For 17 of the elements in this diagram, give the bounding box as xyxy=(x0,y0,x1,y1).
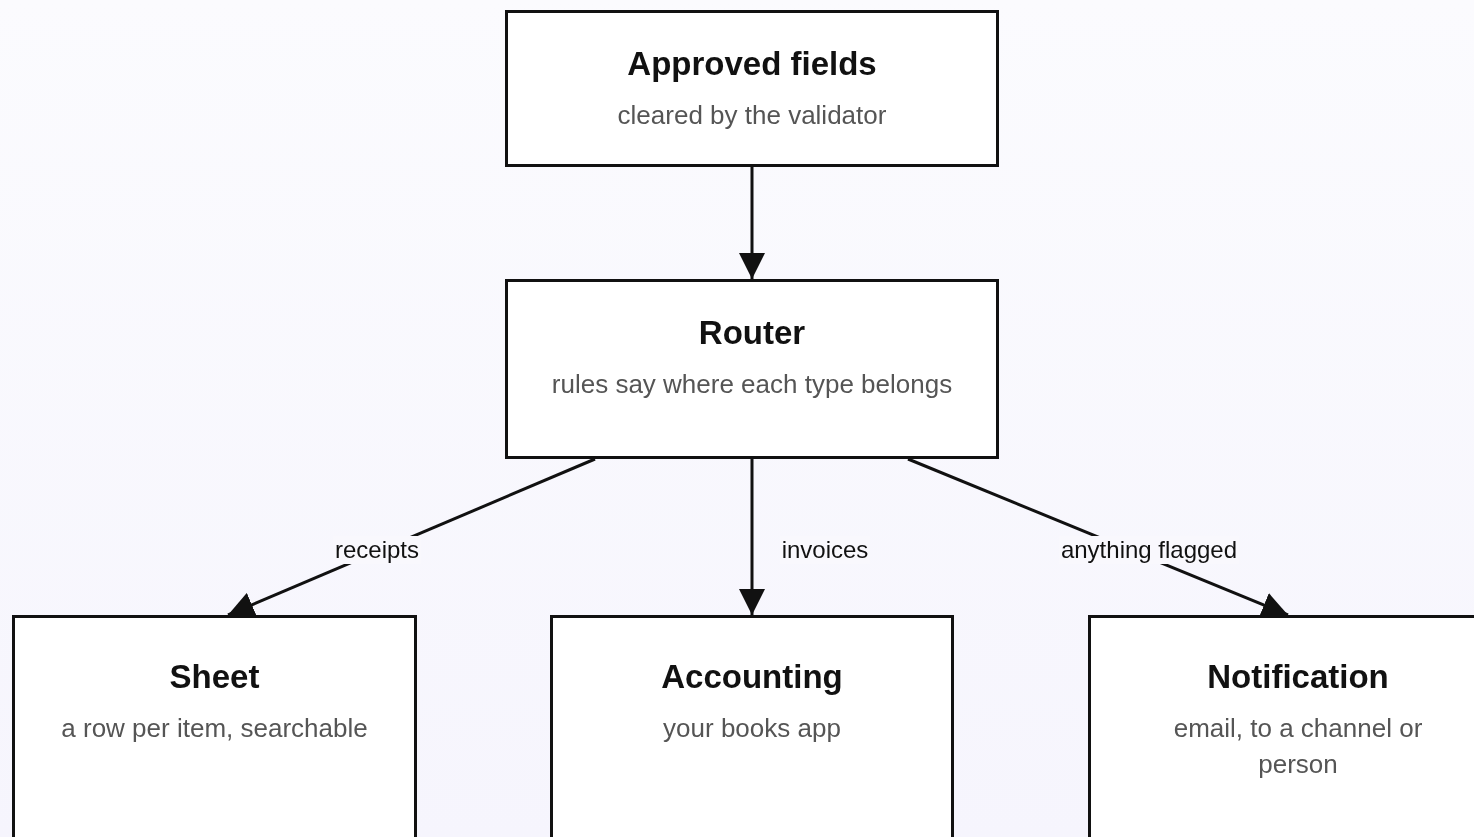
process-box xyxy=(12,615,417,837)
box-description: your books app xyxy=(662,712,842,745)
box-title: Approved fields xyxy=(627,45,877,83)
process-box xyxy=(505,279,999,459)
box-title: Router xyxy=(698,314,806,352)
box-description: email, to a channel or person xyxy=(1172,712,1424,781)
box-title: Sheet xyxy=(169,658,260,696)
box-description: rules say where each type belongs xyxy=(550,368,954,401)
process-box xyxy=(1088,615,1474,837)
process-box xyxy=(550,615,954,837)
box-description: cleared by the validator xyxy=(616,99,888,132)
arrow xyxy=(739,167,765,279)
box-title: Accounting xyxy=(661,658,843,696)
box-description: a row per item, searchable xyxy=(60,712,369,745)
arrow xyxy=(739,459,765,615)
process-box xyxy=(505,10,999,167)
box-title: Notification xyxy=(1207,658,1389,696)
